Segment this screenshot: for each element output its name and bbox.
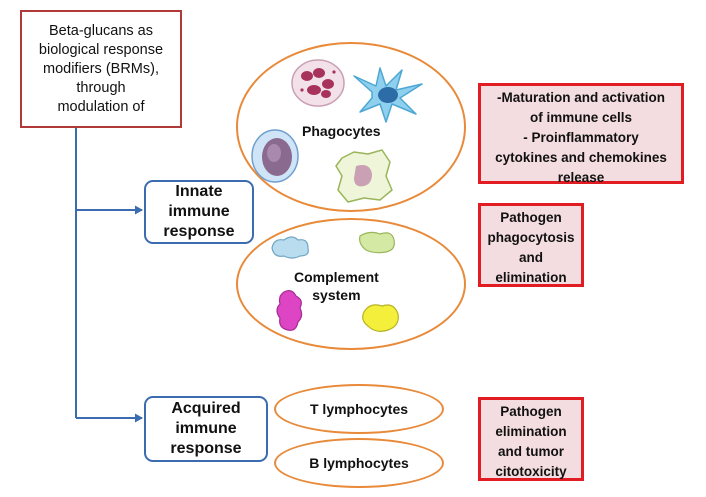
complement-protein-green-icon: [359, 231, 395, 254]
complement-label-line: system: [312, 287, 361, 303]
outcome-line: release: [557, 170, 605, 185]
outcome-line: elimination: [495, 270, 567, 285]
complement-protein-yellow-icon: [362, 304, 399, 332]
complement-outcome-box: Pathogen phagocytosis and elimination: [478, 203, 584, 287]
phagocytes-label: Phagocytes: [302, 123, 381, 139]
complement-protein-magenta-icon: [276, 290, 303, 331]
innate-label-line: Innate: [175, 183, 223, 200]
source-line: Beta-glucans as: [49, 22, 153, 39]
outcome-line: and: [518, 250, 543, 265]
monocyte-icon: [251, 129, 299, 183]
acquired-immune-response-box: Acquired immune response: [144, 396, 268, 462]
outcome-line: phagocytosis: [487, 230, 575, 245]
source-line: modifiers (BRMs),: [42, 60, 159, 77]
source-line: through: [76, 79, 126, 96]
innate-label-line: response: [163, 223, 235, 240]
macrophage-icon: [335, 149, 393, 203]
outcome-line: and tumor: [498, 444, 564, 459]
acquired-label-line: response: [170, 440, 242, 457]
t-lymphocytes-pill: T lymphocytes: [274, 384, 444, 434]
phagocytes-outcome-box: -Maturation and activation of immune cel…: [478, 83, 684, 185]
complement-system-oval: [236, 218, 466, 350]
outcome-line: -Maturation and activation: [496, 90, 665, 105]
acquired-label-line: Acquired: [171, 400, 241, 417]
outcome-line: - Proinflammatory: [523, 130, 639, 145]
complement-system-label: Complement system: [294, 268, 379, 304]
neutrophil-icon: [291, 59, 345, 107]
source-line: biological response: [38, 41, 164, 58]
outcome-line: citotoxicity: [495, 464, 567, 479]
b-lymphocytes-label: B lymphocytes: [309, 455, 409, 471]
innate-label-line: immune: [168, 203, 230, 220]
outcome-line: cytokines and chemokines: [495, 150, 667, 165]
dendritic-cell-icon: [353, 67, 423, 123]
source-line: modulation of: [57, 98, 145, 115]
innate-immune-response-box: Innate immune response: [144, 180, 254, 244]
acquired-outcome-box: Pathogen elimination and tumor citotoxic…: [478, 397, 584, 481]
b-lymphocytes-pill: B lymphocytes: [274, 438, 444, 488]
outcome-line: Pathogen: [500, 210, 562, 225]
acquired-label-line: immune: [175, 420, 237, 437]
outcome-line: of immune cells: [529, 110, 633, 125]
t-lymphocytes-label: T lymphocytes: [309, 401, 409, 417]
outcome-line: Pathogen: [500, 404, 562, 419]
complement-label-line: Complement: [294, 269, 379, 285]
beta-glucans-source-box: Beta-glucans as biological response modi…: [20, 10, 182, 128]
complement-protein-blue-icon: [271, 236, 309, 259]
outcome-line: elimination: [495, 424, 567, 439]
